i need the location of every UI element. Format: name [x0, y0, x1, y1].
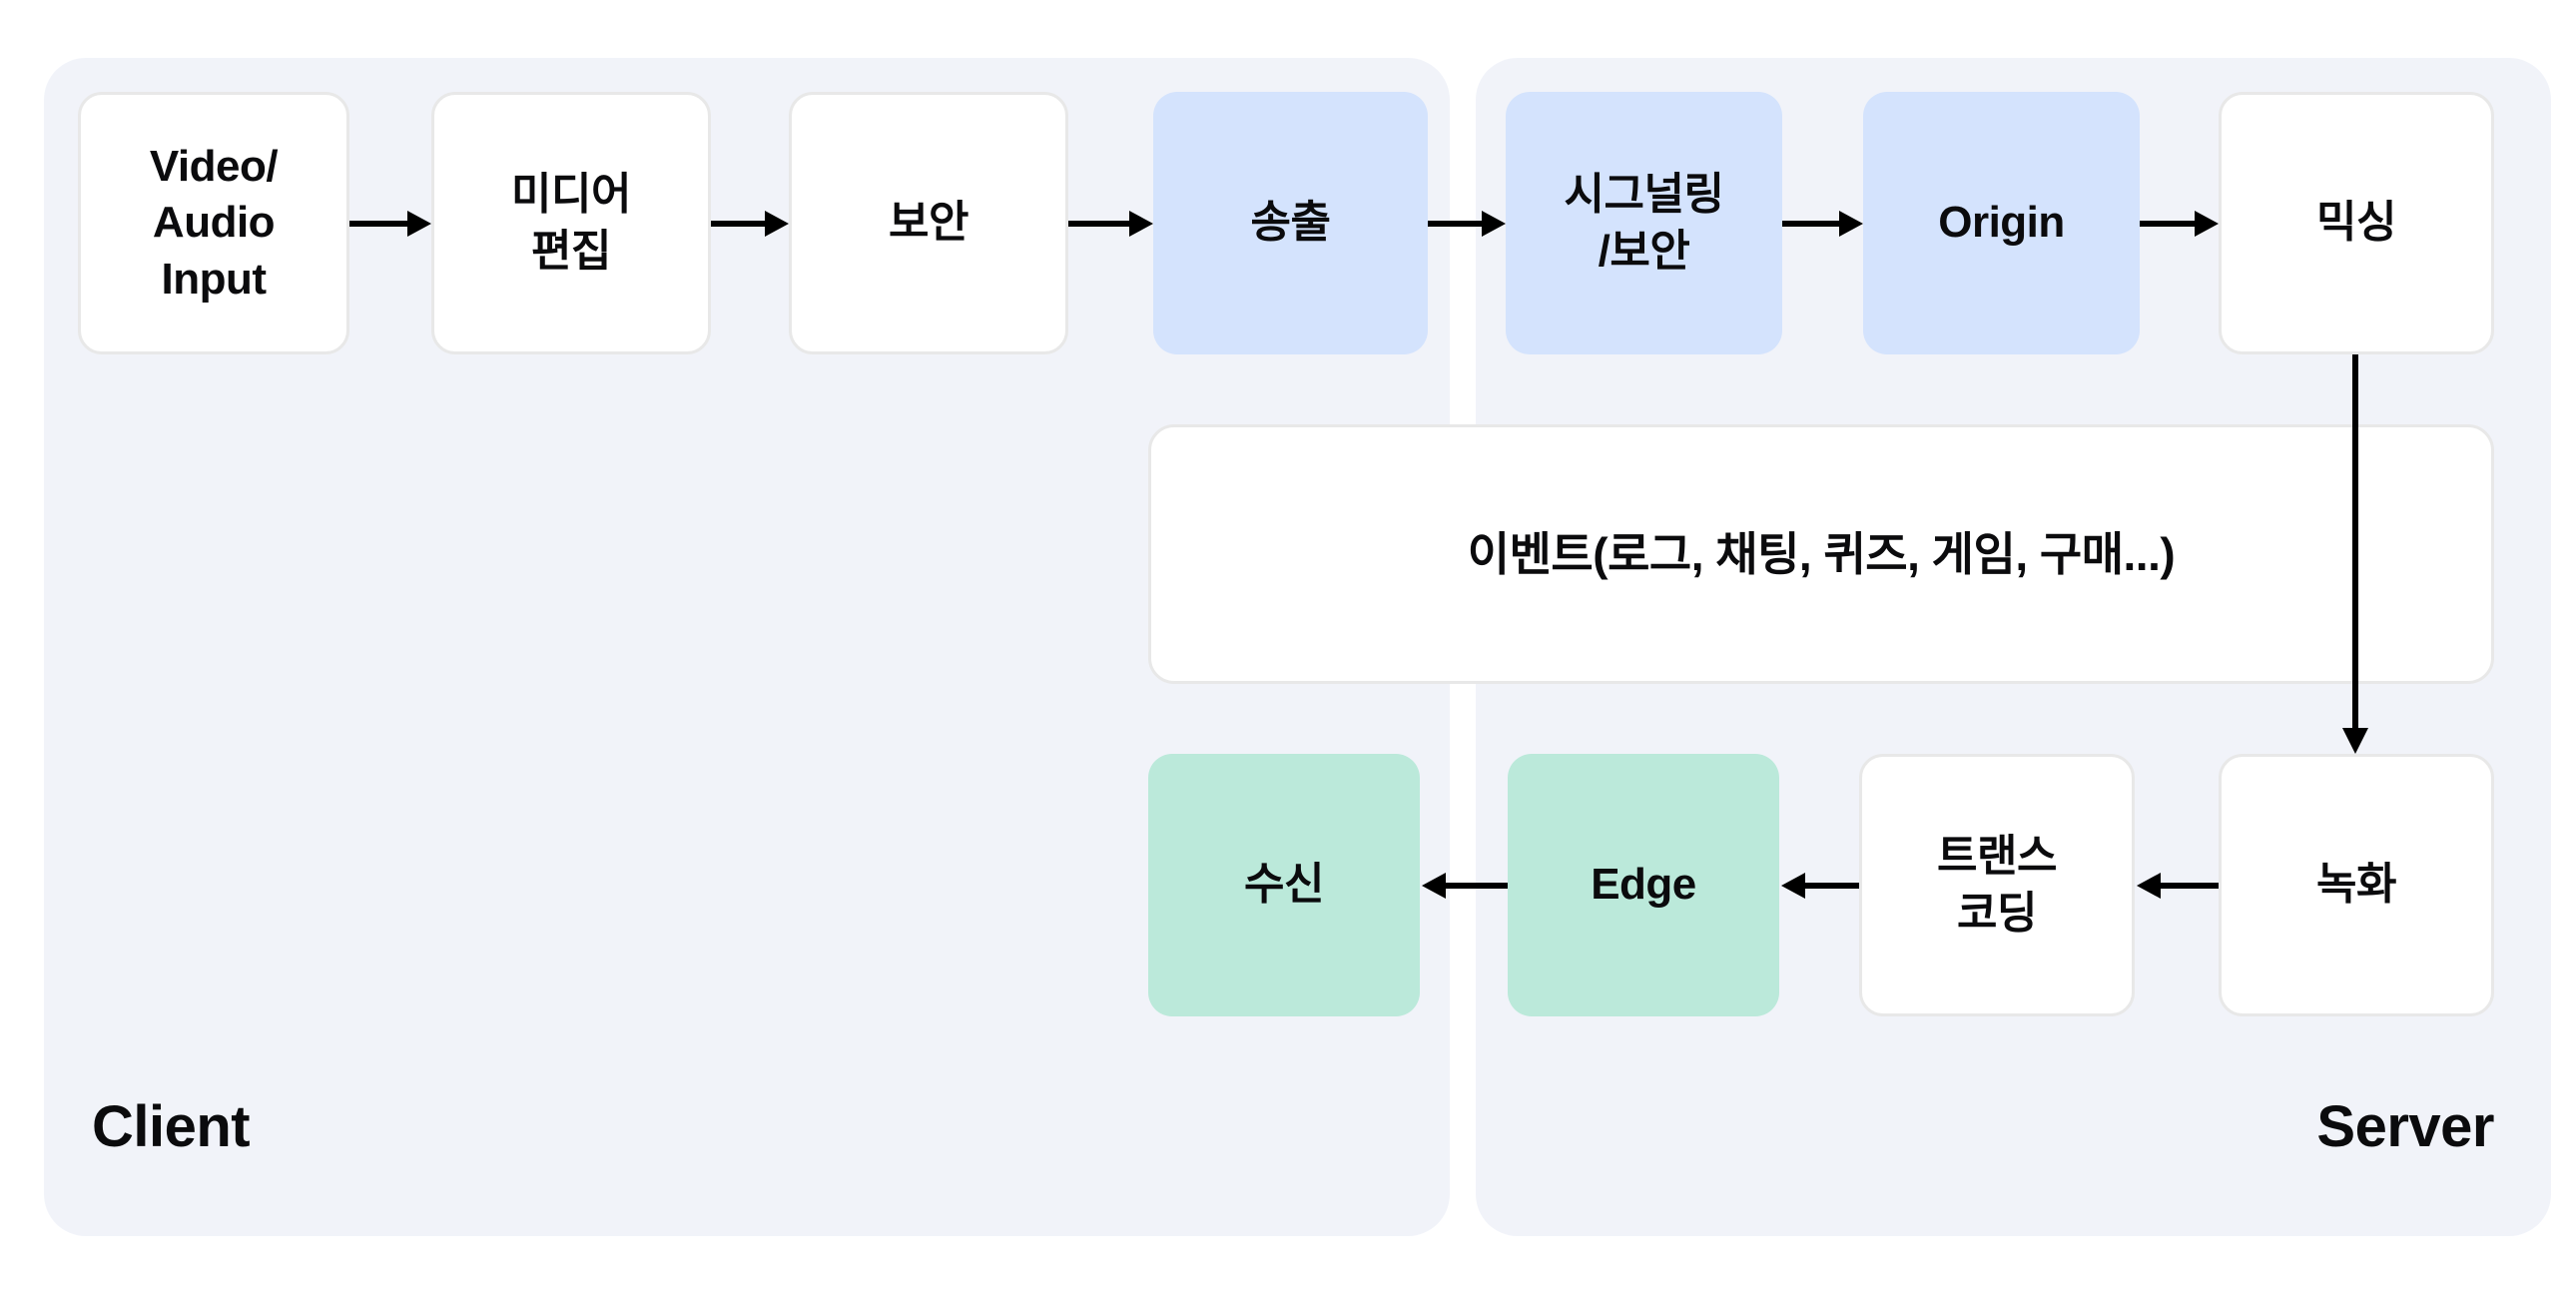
panel-server-label: Server — [2316, 1094, 2494, 1159]
node-receive[interactable]: 수신 — [1148, 754, 1420, 1016]
node-security[interactable]: 보안 — [789, 92, 1068, 354]
node-media-edit[interactable]: 미디어 편집 — [431, 92, 711, 354]
node-record[interactable]: 녹화 — [2219, 754, 2494, 1016]
node-signaling-security[interactable]: 시그널링 /보안 — [1506, 92, 1782, 354]
node-origin[interactable]: Origin — [1863, 92, 2140, 354]
node-transcoding[interactable]: 트랜스 코딩 — [1859, 754, 2135, 1016]
node-mixing[interactable]: 믹싱 — [2219, 92, 2494, 354]
node-edge[interactable]: Edge — [1508, 754, 1779, 1016]
node-broadcast[interactable]: 송출 — [1153, 92, 1428, 354]
node-video-audio-input[interactable]: Video/ Audio Input — [78, 92, 349, 354]
panel-client-label: Client — [92, 1094, 251, 1159]
node-event-bar[interactable]: 이벤트(로그, 채팅, 퀴즈, 게임, 구매...) — [1148, 424, 2494, 684]
